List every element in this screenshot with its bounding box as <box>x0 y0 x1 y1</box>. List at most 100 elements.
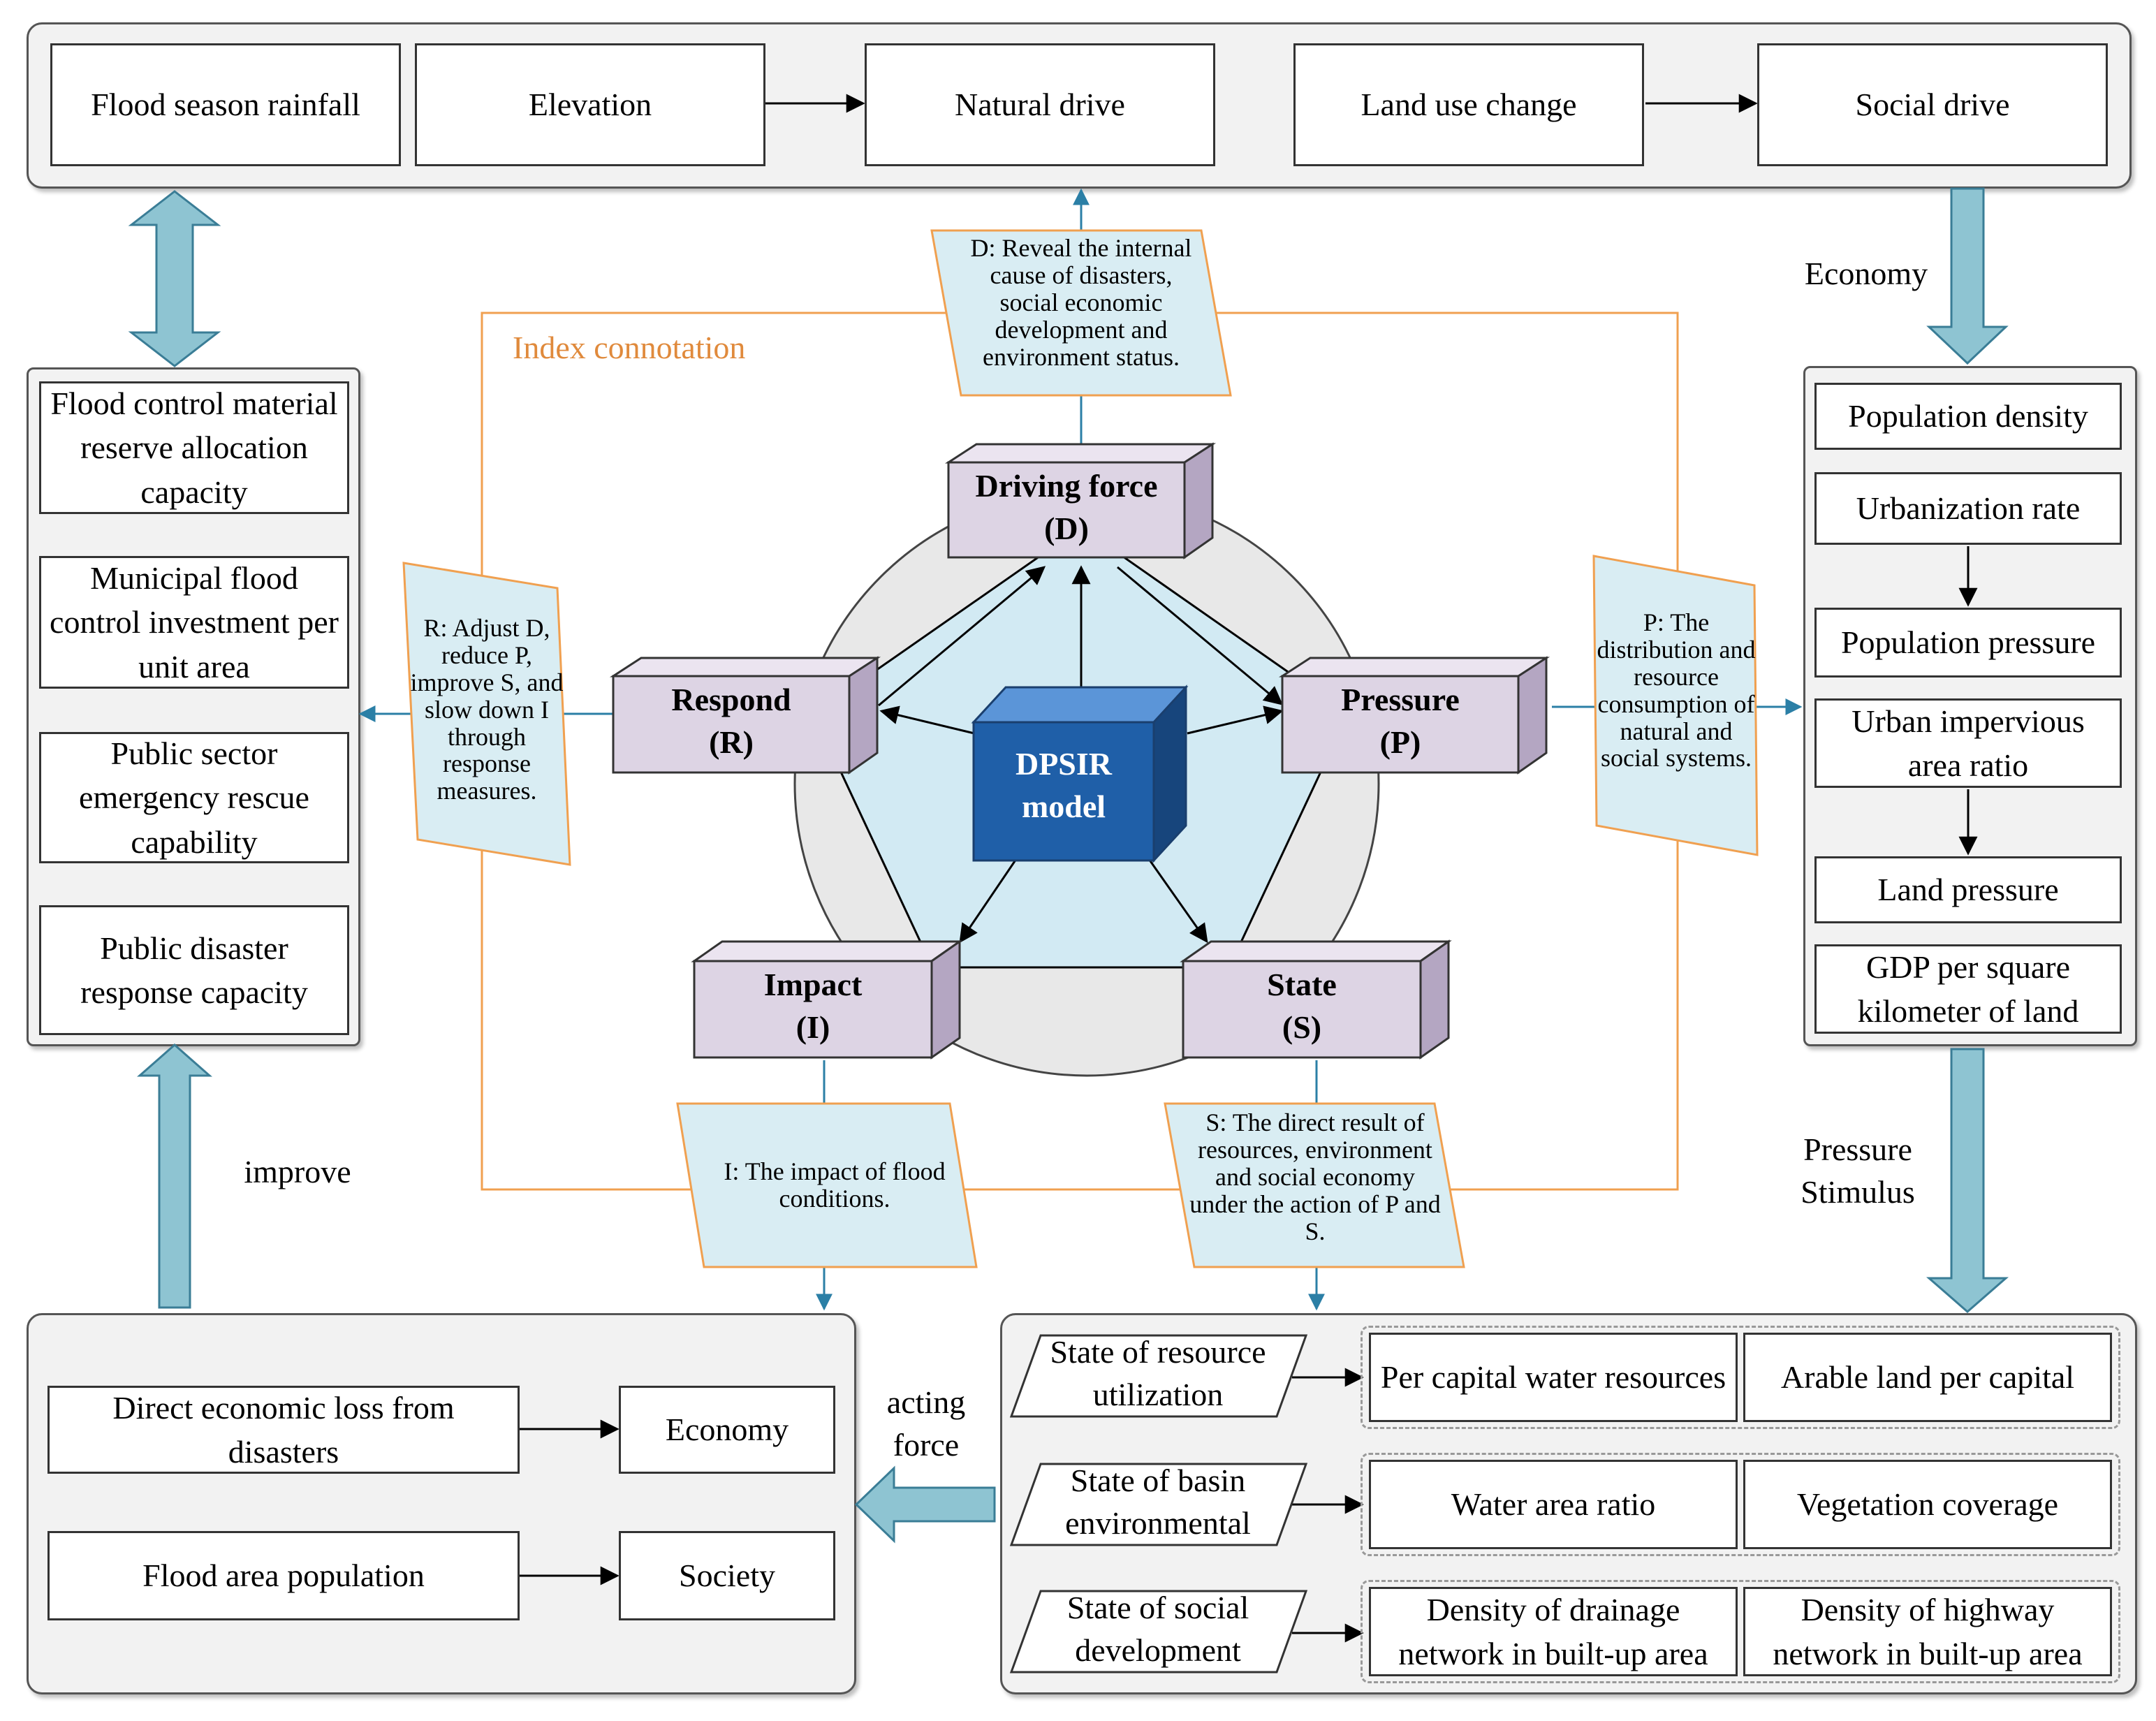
response-item-4-text: Public disaster response capacity <box>80 930 308 1010</box>
node-pressure: Pressure (P) <box>1282 679 1518 763</box>
state-label-1: State of resource utilization <box>1050 1334 1266 1412</box>
node-respond-shape <box>609 656 881 775</box>
land-pressure-text: Land pressure <box>1877 872 2059 908</box>
response-item-3-text: Public sector emergency rescue capabilit… <box>79 735 309 860</box>
urban-impervious-text: Urban impervious area ratio <box>1851 703 2085 783</box>
fat-arrow-economy-down <box>1926 187 2009 365</box>
node-pressure-shape <box>1278 656 1550 775</box>
node-state-shape <box>1180 939 1452 1060</box>
state-label-3: State of social development <box>1066 1590 1249 1668</box>
arrow-center-to-r <box>879 705 975 735</box>
fat-arrow-pressure-stimulus-down <box>1926 1048 2009 1313</box>
center-line1: DPSIR <box>1015 746 1113 782</box>
node-pressure-name: Pressure <box>1341 682 1460 717</box>
natural-drive-text: Natural drive <box>955 87 1125 123</box>
note-i-shape <box>676 1102 978 1268</box>
state-row1-a-text: Per capital water resources <box>1380 1359 1726 1396</box>
economy-flow-label: Economy <box>1804 256 1928 291</box>
response-item-4: Public disaster response capacity <box>39 905 349 1035</box>
state-row2-a-text: Water area ratio <box>1451 1486 1656 1523</box>
center-dpsir-model: DPSIR model <box>974 743 1154 828</box>
fat-arrow-double-left <box>128 190 221 367</box>
node-driving-force: Driving force (D) <box>948 465 1185 550</box>
flood-population-box: Flood area population <box>47 1531 520 1620</box>
land-use-change-text: Land use change <box>1361 87 1577 123</box>
land-pressure-box: Land pressure <box>1814 856 2122 923</box>
state-row3-a-text: Density of drainage network in built-up … <box>1398 1591 1708 1671</box>
node-driving-force-name: Driving force <box>975 468 1158 504</box>
state-row3-b: Density of highway network in built-up a… <box>1743 1587 2112 1676</box>
center-line2: model <box>1021 788 1106 824</box>
state-group-3 <box>1361 1580 2120 1683</box>
node-impact-code: (I) <box>795 1009 830 1045</box>
note-p-shape <box>1592 555 1759 856</box>
state-label-2: State of basin environmental <box>1065 1463 1251 1541</box>
state-row1-b-text: Arable land per capital <box>1780 1359 2075 1396</box>
state-group-1 <box>1361 1326 2120 1429</box>
node-respond-name: Respond <box>671 682 791 717</box>
node-impact: Impact (I) <box>694 964 932 1048</box>
flood-season-rainfall-box: Flood season rainfall <box>50 43 401 166</box>
response-item-2-text: Municipal flood control investment per u… <box>50 559 339 684</box>
center-dpsir-shape <box>971 684 1189 863</box>
population-density-box: Population density <box>1814 383 2122 450</box>
response-item-2: Municipal flood control investment per u… <box>39 556 349 689</box>
node-impact-name: Impact <box>763 967 863 1002</box>
fat-arrow-improve-up <box>137 1043 212 1309</box>
population-density-text: Population density <box>1848 398 2088 434</box>
gdp-text: GDP per square kilometer of land <box>1857 949 2079 1029</box>
state-group-2 <box>1361 1453 2120 1556</box>
direct-loss-text: Direct economic loss from disasters <box>112 1389 455 1470</box>
state-row2-b: Vegetation coverage <box>1743 1460 2112 1549</box>
response-item-3: Public sector emergency rescue capabilit… <box>39 732 349 863</box>
note-p: P: The distribution and resource consump… <box>1597 608 1756 772</box>
urbanization-rate-box: Urbanization rate <box>1814 472 2122 545</box>
note-r-shape <box>402 562 571 866</box>
land-use-change-box: Land use change <box>1293 43 1644 166</box>
note-s: S: The direct result of resources, envir… <box>1189 1108 1441 1245</box>
economy-text: Economy <box>665 1412 789 1448</box>
state-row2-b-text: Vegetation coverage <box>1796 1486 2059 1523</box>
direct-loss-box: Direct economic loss from disasters <box>47 1386 520 1474</box>
urbanization-rate-text: Urbanization rate <box>1856 490 2081 527</box>
fat-arrow-acting-force-left <box>854 1465 996 1544</box>
gdp-box: GDP per square kilometer of land <box>1814 944 2122 1034</box>
arrow-center-to-p <box>1187 705 1284 735</box>
node-state-code: (S) <box>1282 1009 1322 1045</box>
population-pressure-box: Population pressure <box>1814 608 2122 678</box>
social-drive-box: Social drive <box>1757 43 2108 166</box>
state-label-shape-3 <box>1009 1590 1308 1674</box>
flood-population-text: Flood area population <box>142 1558 425 1594</box>
node-impact-shape <box>691 939 963 1060</box>
note-d-shape <box>930 229 1232 397</box>
index-connotation-label: Index connotation <box>513 330 746 365</box>
urban-impervious-box: Urban impervious area ratio <box>1814 698 2122 788</box>
state-label-shape-2 <box>1009 1463 1308 1546</box>
impact-panel <box>27 1313 856 1694</box>
node-driving-force-shape <box>944 442 1217 559</box>
state-label-shape-1 <box>1009 1334 1308 1418</box>
elevation-text: Elevation <box>528 87 652 123</box>
elevation-box: Elevation <box>415 43 765 166</box>
natural-drive-box: Natural drive <box>865 43 1215 166</box>
arrow-center-to-s <box>1147 858 1208 944</box>
state-row2-a: Water area ratio <box>1369 1460 1738 1549</box>
pressure-stimulus-label: Pressure Stimulus <box>1801 1132 1915 1210</box>
node-pressure-code: (P) <box>1379 724 1421 760</box>
society-text: Society <box>679 1558 775 1594</box>
response-item-1-text: Flood control material reserve allocatio… <box>50 385 338 510</box>
note-s-shape <box>1164 1102 1465 1268</box>
state-row1-a: Per capital water resources <box>1369 1333 1738 1422</box>
state-row3-b-text: Density of highway network in built-up a… <box>1773 1591 2083 1671</box>
population-pressure-text: Population pressure <box>1840 624 2096 661</box>
state-row1-b: Arable land per capital <box>1743 1333 2112 1422</box>
note-d: D: Reveal the internal cause of disaster… <box>970 234 1192 371</box>
arrow-d-to-p <box>1117 566 1284 705</box>
node-driving-force-code: (D) <box>1044 510 1089 546</box>
note-r: R: Adjust D, reduce P, improve S, and sl… <box>410 614 564 805</box>
node-state-name: State <box>1267 967 1337 1002</box>
node-respond: Respond (R) <box>613 679 849 763</box>
social-drive-text: Social drive <box>1855 87 2010 123</box>
